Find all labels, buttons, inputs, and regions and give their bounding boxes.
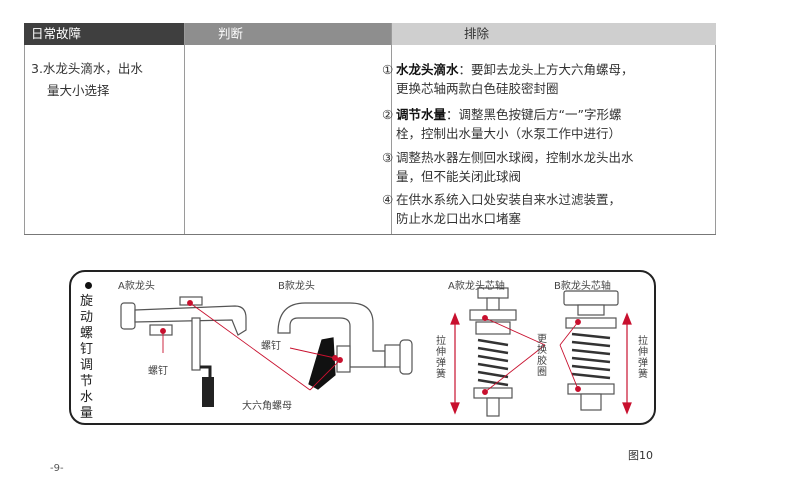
screw-label: 螺钉 — [148, 366, 168, 377]
faucet-a-label: A款龙头 — [118, 281, 155, 292]
header-daily-fault: 日常故障 — [24, 23, 184, 45]
stretch-arrows — [450, 312, 632, 415]
figure-frame — [69, 270, 656, 425]
faucet-b-label: B款龙头 — [278, 281, 315, 292]
solution-keyword: 调节水量 — [396, 107, 447, 122]
faucet-a-illustration — [120, 296, 247, 407]
solution-text: 栓，控制出水量大小（水泵工作中进行） — [396, 126, 622, 141]
header-label: 日常故障 — [31, 26, 82, 41]
hex-nut-label: 大六角螺母 — [242, 401, 292, 412]
solution-text: 防止水龙口出水口堵塞 — [396, 211, 522, 226]
solution-number: ④ — [382, 192, 394, 207]
table-border-right — [715, 45, 716, 235]
figure-caption: 图10 — [628, 449, 653, 462]
solution-number: ② — [382, 107, 394, 122]
solution-text: ：要卸去龙头上方大六角螺母， — [458, 62, 634, 77]
header-diagnosis: 判断 — [184, 23, 391, 45]
solution-text: ：调整黑色按键后方“一”字形螺 — [446, 107, 622, 122]
header-label: 判断 — [218, 26, 244, 41]
header-solution: 排除 — [391, 23, 716, 45]
troubleshooting-table: 日常故障 判断 排除 — [24, 23, 716, 235]
bullet-dot — [85, 282, 92, 289]
table-header: 日常故障 判断 排除 — [24, 23, 716, 45]
gasket-label: 更换胶圈 — [537, 334, 547, 378]
table-border-bottom — [24, 234, 716, 235]
solution-number: ① — [382, 62, 394, 77]
spring-label: 拉伸弹簧 — [638, 336, 648, 380]
table-border-left — [24, 45, 25, 235]
solution-number: ③ — [382, 150, 394, 165]
solution-text: 在供水系统入口处安装自来水过滤装置， — [396, 192, 622, 207]
solution-text: 更换芯轴两款白色硅胶密封圈 — [396, 81, 559, 96]
core-a-illustration — [469, 287, 517, 417]
page-number: -9- — [50, 463, 64, 474]
fault-line: 量大小选择 — [47, 83, 110, 98]
solution-text: 调整热水器左侧回水球阀，控制水龙头出水 — [396, 150, 634, 165]
column-divider — [391, 23, 392, 235]
core-b-illustration — [563, 290, 619, 411]
pointer-lines — [160, 300, 581, 395]
solution-keyword: 水龙头滴水 — [396, 62, 459, 77]
faucet-b-illustration — [277, 302, 413, 390]
screw-label: 螺钉 — [261, 341, 281, 352]
spring-label: 拉伸弹簧 — [436, 336, 446, 380]
fault-line: 3.水龙头滴水，出水 — [31, 61, 143, 76]
header-label: 排除 — [464, 26, 490, 41]
fault-description: 3.水龙头滴水，出水 量大小选择 — [31, 58, 181, 102]
column-divider — [184, 23, 185, 235]
core-a-label: A款龙头芯轴 — [448, 281, 505, 292]
solution-text: 量，但不能关闭此球阀 — [396, 169, 522, 184]
core-b-label: B款龙头芯轴 — [554, 281, 611, 292]
figure-vertical-title: 旋动螺钉调节水量 — [80, 294, 94, 421]
